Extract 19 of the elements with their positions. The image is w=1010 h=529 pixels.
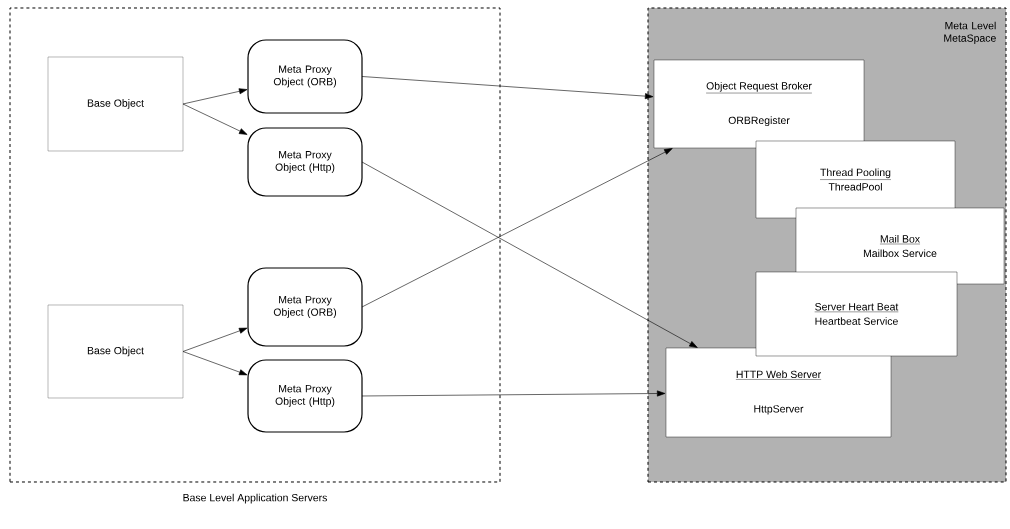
proxy-box: Meta Proxy Object (ORB) [247, 267, 363, 347]
arrow [361, 390, 666, 397]
service-box: Object Request Broker ORBRegister [653, 59, 865, 149]
object-box: Base Object [47, 304, 184, 399]
service-box: Server Heart Beat Heartbeat Service [755, 271, 958, 357]
arrow [182, 88, 248, 105]
arrow [182, 103, 248, 135]
arrow [182, 351, 248, 376]
object-box: Base Object [47, 56, 184, 152]
arrow [361, 148, 673, 308]
arrow [361, 161, 698, 348]
proxy-box: Meta Proxy Object (ORB) [247, 39, 363, 114]
node-label: Base Level Application Servers [183, 493, 327, 504]
arrow [182, 327, 248, 352]
service-box: HTTP Web Server HttpServer [665, 347, 892, 438]
proxy-box: Meta Proxy Object (Http) [247, 359, 363, 433]
arrow [361, 76, 654, 100]
service-box: Thread Pooling ThreadPool [755, 140, 956, 219]
proxy-box: Meta Proxy Object (Http) [247, 127, 363, 197]
